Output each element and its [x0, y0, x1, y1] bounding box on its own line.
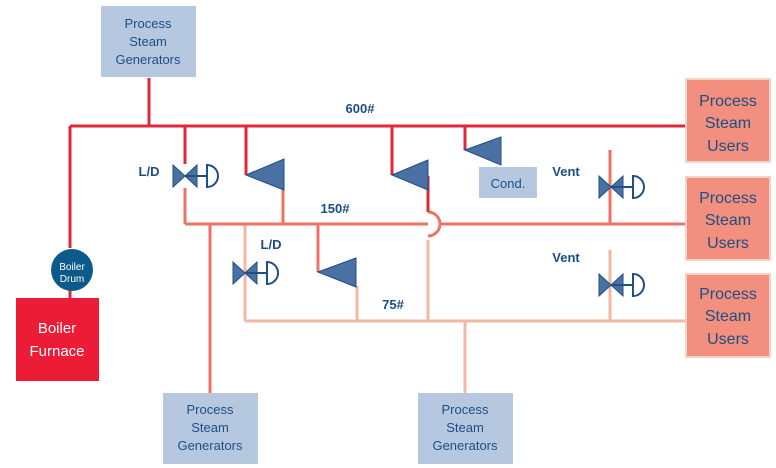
generator-box-bottom-right: Process Steam Generators [418, 393, 513, 464]
user-150-line-1: Process [699, 190, 757, 207]
boiler-drum: Boiler Drum [51, 249, 93, 291]
boiler-furnace-line-1: Boiler [38, 320, 76, 337]
vent-label-mid: Vent [552, 250, 580, 265]
generator-bl-line-2: Steam [191, 420, 229, 435]
header-75-piping [243, 225, 688, 393]
user-75-line-3: Users [707, 331, 749, 348]
user-box-600: Process Steam Users [685, 78, 771, 163]
condenser-label: Cond. [491, 176, 526, 191]
boiler-furnace: Boiler Furnace [16, 298, 99, 381]
user-600-line-3: Users [707, 138, 749, 155]
generator-top-line-1: Process [125, 16, 172, 31]
generator-br-line-2: Steam [446, 420, 484, 435]
generator-bl-line-3: Generators [177, 438, 243, 453]
user-150-line-3: Users [707, 235, 749, 252]
control-valve-icon [172, 163, 219, 189]
generator-top-line-3: Generators [115, 52, 181, 67]
header-150-label: 150# [321, 201, 351, 216]
header-600-label: 600# [346, 101, 376, 116]
steam-turbine-icon [463, 136, 502, 166]
generator-br-line-3: Generators [432, 438, 498, 453]
generator-top-line-2: Steam [129, 34, 167, 49]
vent-label-top: Vent [552, 164, 580, 179]
steam-turbine-icon [316, 257, 357, 288]
user-600-line-1: Process [699, 93, 757, 110]
user-600-line-2: Steam [705, 115, 751, 132]
generator-box-bottom-left: Process Steam Generators [163, 393, 258, 464]
ld-label-top: L/D [139, 164, 160, 179]
boiler-drum-line-2: Drum [60, 274, 84, 285]
control-valve-icon [598, 272, 645, 298]
boiler-drum-line-1: Boiler [59, 262, 85, 273]
header-600-piping [68, 78, 688, 298]
header-75-label: 75# [382, 297, 404, 312]
condenser-box: Cond. [479, 167, 537, 198]
control-valve-icon [232, 260, 279, 286]
user-75-line-2: Steam [705, 308, 751, 325]
user-box-75: Process Steam Users [685, 273, 771, 358]
user-75-line-1: Process [699, 286, 757, 303]
control-valve-icon [598, 174, 645, 200]
boiler-furnace-line-2: Furnace [29, 343, 84, 360]
user-150-line-2: Steam [705, 212, 751, 229]
generator-br-line-1: Process [442, 402, 489, 417]
user-box-150: Process Steam Users [685, 176, 771, 261]
steam-turbine-icon [390, 159, 429, 191]
ld-label-mid: L/D [261, 237, 282, 252]
generator-box-top: Process Steam Generators [101, 6, 196, 77]
steam-turbine-icon [244, 158, 285, 191]
generator-bl-line-1: Process [187, 402, 234, 417]
